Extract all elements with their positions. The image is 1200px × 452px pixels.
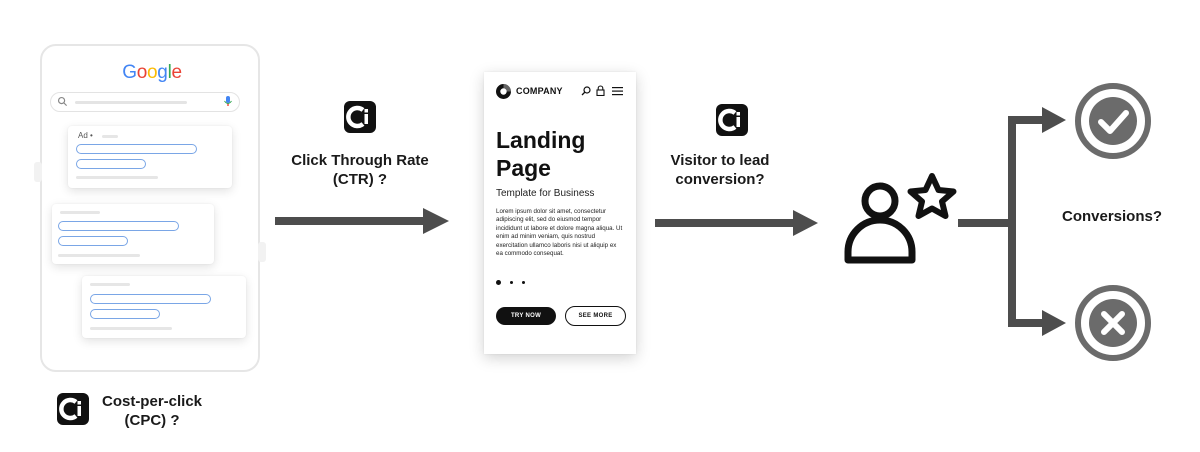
carousel-dot[interactable] <box>522 281 525 284</box>
mic-icon <box>224 96 232 106</box>
company-logo-icon <box>496 84 511 99</box>
search-bar <box>50 92 240 112</box>
result-title-pill <box>58 221 179 231</box>
ad-result-card: Ad • <box>68 126 232 188</box>
result-link-pill <box>58 236 128 246</box>
search-icon[interactable] <box>581 86 591 96</box>
check-circle-icon <box>1075 83 1151 159</box>
panel-side-tab <box>34 162 42 182</box>
result-link-pill <box>90 309 160 319</box>
search-results-illustration: Google Ad • <box>40 44 260 372</box>
result-link-pill <box>76 159 146 169</box>
lock-icon[interactable] <box>596 85 605 96</box>
search-result-card <box>82 276 246 338</box>
user-icon <box>844 182 916 264</box>
search-icon <box>57 96 68 107</box>
star-icon <box>907 173 957 219</box>
landing-subtitle: Template for Business <box>496 188 595 199</box>
carousel-dot[interactable] <box>510 281 513 284</box>
brand-badge-icon <box>344 101 376 133</box>
see-more-button[interactable]: SEE MORE <box>565 306 626 326</box>
carousel-dot-active[interactable] <box>496 280 501 285</box>
ad-tag: Ad • <box>78 131 93 140</box>
panel-side-tab <box>258 242 266 262</box>
search-bar-placeholder-line <box>75 101 187 104</box>
menu-icon[interactable] <box>612 86 623 96</box>
landing-title: Landing Page <box>496 127 586 181</box>
branch-connector-icon <box>958 107 1066 336</box>
try-now-button[interactable]: TRY NOW <box>496 307 556 325</box>
search-result-card <box>52 204 214 264</box>
ctr-label: Click Through Rate (CTR) ? <box>291 152 429 188</box>
result-title-pill <box>76 144 197 154</box>
result-title-pill <box>90 294 211 304</box>
conversions-label: Conversions? <box>1061 208 1163 225</box>
arrow-to-landing-icon <box>275 208 449 234</box>
arrow-to-visitor-icon <box>655 210 818 236</box>
landing-page-mockup: COMPANY Landing Page Template for Busine… <box>484 72 636 354</box>
lead-conversion-label: Visitor to lead conversion? <box>670 152 770 188</box>
company-name: COMPANY <box>516 86 563 96</box>
cpc-label: Cost-per-click (CPC) ? <box>101 393 203 429</box>
brand-badge-icon <box>716 104 748 136</box>
google-logo: Google <box>122 62 182 83</box>
landing-body-text: Lorem ipsum dolor sit amet, consectetur … <box>496 208 623 258</box>
x-circle-icon <box>1075 285 1151 361</box>
visitor-user-star-icon <box>844 173 957 264</box>
brand-badge-icon <box>57 393 89 425</box>
